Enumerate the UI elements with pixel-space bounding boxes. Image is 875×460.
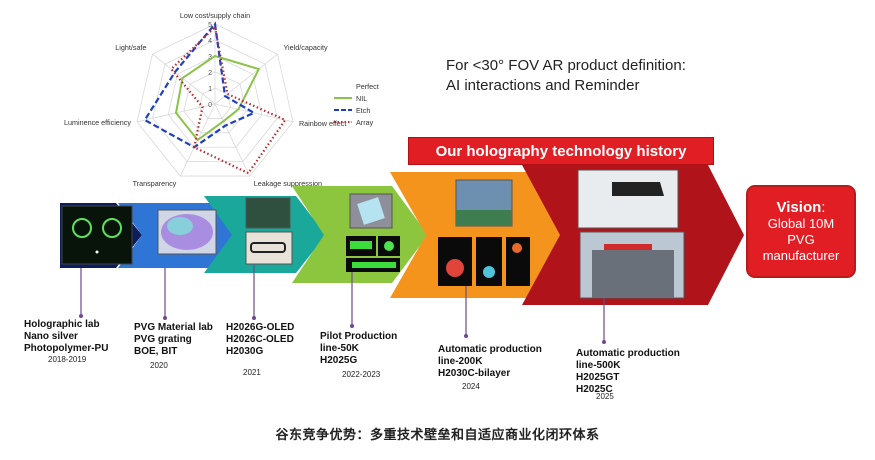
stage-label-2021: H2026G-OLED H2026C-OLED H2030G xyxy=(226,322,294,358)
radar-tick-label: 2 xyxy=(208,70,212,77)
photo-grating-shine xyxy=(167,217,193,235)
radar-tick-label: 3 xyxy=(208,54,212,61)
stage-2018-line-2: Nano silver xyxy=(24,331,78,342)
headline-line-1: For <30° FOV AR product definition: xyxy=(446,57,686,74)
photo-pilot-waveguide xyxy=(357,197,385,225)
photo-oled-glasses xyxy=(250,242,286,253)
stage-2018-line-1: Holographic lab xyxy=(24,319,100,330)
photo-lens-right xyxy=(102,218,122,238)
radar-axis-label: Luminence efficiency xyxy=(64,118,131,127)
stage-2020-line-3: BOE, BIT xyxy=(134,346,178,357)
stage-year-2025: 2025 xyxy=(596,392,614,401)
stage-2024-line-3: H2030C-bilayer xyxy=(438,368,511,379)
radar-chart: 0 1 2 3 4 5 Low cost/supply chainYield/capaci… xyxy=(64,11,379,188)
stage-2024-line-2: line-200K xyxy=(438,356,483,367)
radar-grid-ring xyxy=(183,71,247,134)
stage-label-2022: Pilot Production line-50K H2025G xyxy=(320,331,397,367)
stage-2022-line-3: H2025G xyxy=(320,355,358,366)
radar-grid-ring xyxy=(136,23,294,177)
stage-2025-line-2: line-500K xyxy=(576,360,621,371)
radar-axis-label: Light/safe xyxy=(115,43,146,52)
stage-2021-line-2: H2026C-OLED xyxy=(226,334,294,345)
vision-colon: : xyxy=(821,198,826,216)
stage-2025-line-3: H2025GT xyxy=(576,372,620,383)
photo-oled-top xyxy=(245,197,291,229)
photo-display-3-glow xyxy=(512,243,522,253)
stage-2022-line-1: Pilot Production xyxy=(320,331,398,342)
radar-axis-label: Rainbow effect xyxy=(299,119,346,128)
stage-2020-line-2: PVG grating xyxy=(134,334,192,345)
stage-year-2024: 2024 xyxy=(462,382,480,391)
radar-axis-label: Transparency xyxy=(133,179,177,188)
headline-line-2: AI interactions and Reminder xyxy=(446,77,640,94)
radar-spoke xyxy=(214,103,251,177)
stage-2022-line-2: line-50K xyxy=(320,343,359,354)
radar-axis-label: Low cost/supply chain xyxy=(180,11,250,20)
bottom-caption: 谷东竞争优势：多重技术壁垒和自适应商业化闭环体系 xyxy=(275,427,600,442)
stage-label-2020: PVG Material lab PVG grating BOE, BIT xyxy=(134,322,213,358)
radar-spoke xyxy=(214,103,294,123)
photo-building-sign xyxy=(604,244,652,250)
vision-line-3: manufacturer xyxy=(762,247,840,263)
stage-year-2021: 2021 xyxy=(243,368,261,377)
stage-2020-line-1: PVG Material lab xyxy=(134,322,213,333)
radar-series-group xyxy=(143,21,287,175)
radar-spoke xyxy=(152,53,216,105)
photo-pilot-green-text xyxy=(350,241,372,249)
radar-series-nil xyxy=(174,54,261,142)
radar-legend-label: Array xyxy=(356,118,374,127)
radar-legend-label: Etch xyxy=(356,106,370,115)
photo-display-1-glow xyxy=(446,259,464,277)
radar-axis-labels: Low cost/supply chainYield/capacityRainb… xyxy=(64,11,346,188)
stage-label-2025: Automatic production line-500K H2025GT H… xyxy=(576,348,680,396)
photo-dot xyxy=(95,250,99,254)
stage-2021-line-1: H2026G-OLED xyxy=(226,322,295,333)
photo-building-block xyxy=(592,250,674,298)
radar-grid-ring xyxy=(198,87,232,119)
radar-tick-label: 1 xyxy=(208,86,212,93)
radar-tick-label: 4 xyxy=(208,38,212,45)
photo-lens-left xyxy=(72,218,92,238)
photo-holographic-lab xyxy=(61,205,133,265)
stage-label-2024: Automatic production line-200K H2030C-bi… xyxy=(438,344,542,380)
radar-tick-label: 5 xyxy=(208,22,212,29)
vision-title: Vision xyxy=(776,198,822,216)
stage-2024-line-1: Automatic production xyxy=(438,344,542,355)
stage-2025-line-4: H2025C xyxy=(576,384,613,395)
radar-legend-label: NIL xyxy=(356,94,367,103)
stage-2018-line-3: Photopolymer-PU xyxy=(24,343,109,354)
radar-axis-label: Yield/capacity xyxy=(284,43,328,52)
vision-line-1: Global 10M xyxy=(767,215,835,231)
photo-factory-floor xyxy=(456,210,512,226)
photo-pilot-green-glow xyxy=(384,241,394,251)
stage-year-2020: 2020 xyxy=(150,361,168,370)
radar-grid-ring xyxy=(152,39,278,163)
radar-grid-ring xyxy=(167,55,263,148)
stage-year-2018: 2018-2019 xyxy=(48,355,87,364)
radar-tick-label: 0 xyxy=(208,102,212,109)
vision-line-2: PVG xyxy=(787,231,815,247)
stage-label-2018: Holographic lab Nano silver Photopolymer… xyxy=(24,319,108,355)
photo-wearer-glasses xyxy=(612,182,664,196)
stage-2025-line-1: Automatic production xyxy=(576,348,680,359)
photo-pilot-green-text-2 xyxy=(352,262,396,268)
history-title-banner: Our holography technology history xyxy=(408,137,714,165)
vision-box: Vision: Global 10M PVG manufacturer xyxy=(746,185,856,278)
headline: For <30° FOV AR product definition: AI i… xyxy=(446,56,686,96)
stage-2021-line-3: H2030G xyxy=(226,346,264,357)
stage-year-2022: 2022-2023 xyxy=(342,370,381,379)
photo-wearer xyxy=(577,169,679,229)
photo-display-2 xyxy=(476,237,502,286)
radar-series-etch xyxy=(143,21,257,149)
photo-display-2-glow xyxy=(483,266,495,278)
radar-axis-label: Leakage suppression xyxy=(254,179,322,188)
vision-title-row: Vision: xyxy=(748,198,854,216)
radar-legend-title: Perfect xyxy=(356,82,379,91)
